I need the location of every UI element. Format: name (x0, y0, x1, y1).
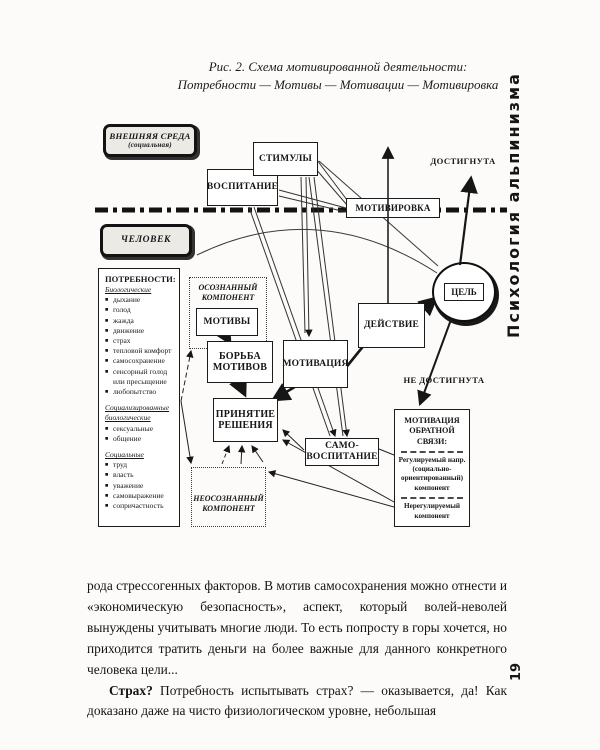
feedback-unregulated-component: Нерегулируемый компонент (404, 502, 460, 520)
body-paragraph-1: рода стрессогенных факторов. В мотив сам… (87, 578, 507, 677)
stimuli-box: СТИМУЛЫ (253, 142, 318, 176)
needs-item: жажда (105, 316, 176, 326)
external-environment-badge: ВНЕШНЯЯ СРЕДА (социальная) (103, 124, 197, 157)
body-paragraph-2-lead: Страх? (109, 682, 153, 698)
needs-box: ПОТРЕБНОСТИ: Биологическиедыханиеголоджа… (98, 268, 180, 527)
body-text: рода стрессогенных факторов. В мотив сам… (87, 576, 507, 722)
goal-circle: ЦЕЛЬ (432, 262, 496, 322)
needs-group: Биологическиедыханиеголоджаждадвижениест… (105, 285, 176, 397)
achieved-label: ДОСТИГНУТА (430, 156, 496, 166)
figure-caption-line2: Потребности — Мотивы — Мотивации — Мотив… (177, 77, 499, 93)
feedback-separator (400, 497, 464, 500)
not-achieved-label: НЕ ДОСТИГНУТА (403, 375, 485, 385)
decision-making-box: ПРИНЯТИЕ РЕШЕНИЯ (213, 398, 278, 442)
motivation-box: МОТИВАЦИЯ (282, 340, 348, 388)
needs-item: уважение (105, 481, 176, 491)
body-paragraph-2-rest: Потребность испытывать страх? — оказывае… (87, 682, 507, 719)
needs-item: самовыражение (105, 491, 176, 501)
unconscious-component-label: НЕОСОЗНАННЫЙ КОМПОНЕНТ (193, 494, 264, 513)
needs-group-heading: Биологические (105, 285, 152, 294)
needs-item: сексуальные (105, 424, 176, 434)
needs-item: любопытство (105, 387, 176, 397)
body-paragraph-2: Страх? Потребность испытывать страх? — о… (87, 681, 507, 723)
needs-group: Социальныетрудвластьуважениесамовыражени… (105, 450, 176, 511)
needs-item: сенсорный голод или пресыщение (105, 367, 176, 387)
action-box: ДЕЙСТВИЕ (358, 303, 425, 348)
goal-label: ЦЕЛЬ (444, 283, 484, 301)
needs-group-heading: Социальные (105, 450, 144, 460)
needs-item: голод (105, 305, 176, 315)
needs-item: тепловой комфорт (105, 346, 176, 356)
needs-item: сопричастность (105, 501, 176, 511)
figure-caption: Рис. 2. Схема мотивированной деятельност… (128, 58, 548, 94)
needs-item: страх (105, 336, 176, 346)
feedback-motivation-box: МОТИВАЦИЯ ОБРАТНОЙ СВЯЗИ: Регулируемый н… (394, 409, 470, 527)
needs-groups: Биологическиедыханиеголоджаждадвижениест… (105, 285, 176, 511)
needs-group-heading: Социализированные биологические (105, 403, 170, 423)
feedback-title: МОТИВАЦИЯ ОБРАТНОЙ СВЯЗИ: (404, 416, 460, 446)
conscious-component-label: ОСОЗНАННЫЙ КОМПОНЕНТ (198, 283, 258, 302)
feedback-regulated-component: Регулируемый напр. (социально-ориентиров… (398, 455, 466, 492)
needs-group: Социализированные биологическиесексуальн… (105, 403, 176, 444)
needs-item: движение (105, 326, 176, 336)
feedback-separator (400, 450, 464, 453)
self-upbringing-box: САМО-ВОСПИТАНИЕ (305, 438, 379, 466)
needs-item: общение (105, 434, 176, 444)
figure-caption-line1: Рис. 2. Схема мотивированной деятельност… (208, 59, 468, 74)
human-badge: ЧЕЛОВЕК (100, 224, 192, 257)
motivirovka-box: МОТИВИРОВКА (346, 198, 440, 218)
external-environment-subtitle: (социальная) (128, 141, 172, 150)
needs-item: дыхание (105, 295, 176, 305)
unconscious-component-frame: НЕОСОЗНАННЫЙ КОМПОНЕНТ (191, 467, 266, 527)
external-environment-title: ВНЕШНЯЯ СРЕДА (109, 131, 191, 142)
needs-item: власть (105, 470, 176, 480)
needs-item: самосохранение (105, 356, 176, 366)
needs-item: труд (105, 460, 176, 470)
needs-title: ПОТРЕБНОСТИ: (105, 274, 176, 284)
